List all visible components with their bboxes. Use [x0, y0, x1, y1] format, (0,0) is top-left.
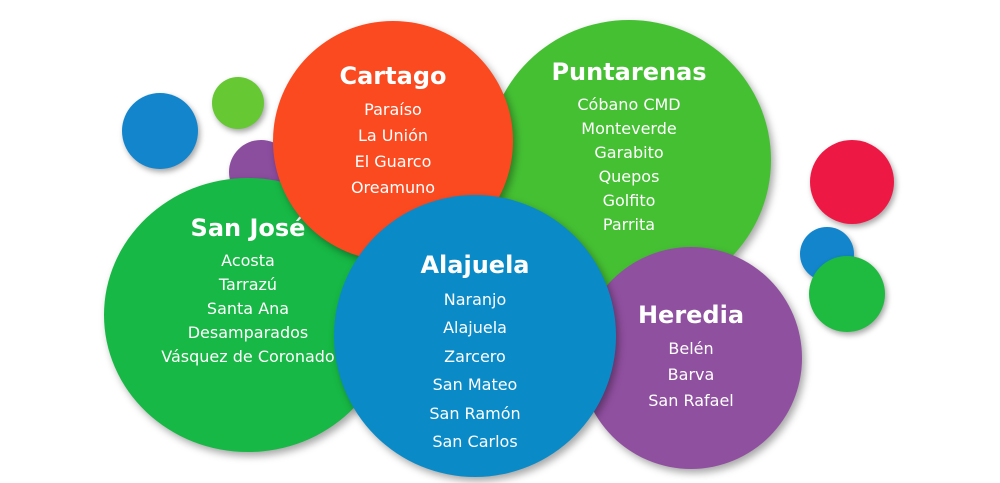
- decorative-blue-bubble-left: [122, 93, 198, 169]
- list-item: San Mateo: [432, 375, 518, 395]
- group-title: San José: [190, 214, 306, 242]
- list-item: Tarrazú: [218, 275, 278, 294]
- group-title: Alajuela: [420, 251, 530, 279]
- list-item: Zarcero: [444, 346, 506, 366]
- list-item: Quepos: [598, 167, 660, 186]
- list-item: San Carlos: [432, 432, 518, 452]
- group-cartago-content: Cartago Paraíso La Unión El Guarco Oream…: [273, 61, 513, 201]
- decorative-green-bubble-right: [809, 256, 885, 332]
- list-item: Barva: [667, 365, 715, 384]
- list-item: San Ramón: [429, 403, 521, 423]
- group-title: Cartago: [339, 62, 447, 90]
- group-heredia: Heredia Belén Barva San Rafael: [580, 247, 802, 469]
- list-item: Garabito: [594, 143, 664, 162]
- decorative-green-bubble-left: [212, 77, 264, 129]
- list-item: San Rafael: [648, 391, 734, 410]
- group-heredia-content: Heredia Belén Barva San Rafael: [580, 300, 802, 414]
- list-item: Parrita: [602, 215, 656, 234]
- list-item: El Guarco: [354, 152, 432, 171]
- group-title: Heredia: [637, 301, 745, 329]
- list-item: Acosta: [221, 251, 275, 270]
- list-item: Vásquez de Coronado: [161, 347, 335, 366]
- list-item: Paraíso: [364, 100, 422, 119]
- decorative-red-bubble-right: [810, 140, 894, 224]
- list-item: Santa Ana: [206, 299, 290, 318]
- group-puntarenas-content: Puntarenas Cóbano CMD Monteverde Garabit…: [487, 57, 771, 237]
- group-alajuela-content: Alajuela Naranjo Alajuela Zarcero San Ma…: [334, 250, 616, 456]
- list-item: Belén: [668, 339, 714, 358]
- list-item: Desamparados: [187, 323, 309, 342]
- group-san-jose-content: San José Acosta Tarrazú Santa Ana Desamp…: [104, 213, 392, 369]
- list-item: Oreamuno: [350, 178, 436, 197]
- list-item: Monteverde: [581, 119, 677, 138]
- list-item: Golfito: [602, 191, 656, 210]
- group-alajuela: Alajuela Naranjo Alajuela Zarcero San Ma…: [334, 195, 616, 477]
- list-item: La Unión: [357, 126, 429, 145]
- list-item: Alajuela: [443, 318, 507, 338]
- list-item: Naranjo: [443, 290, 507, 309]
- group-title: Puntarenas: [551, 58, 707, 86]
- list-item: Cóbano CMD: [577, 95, 681, 114]
